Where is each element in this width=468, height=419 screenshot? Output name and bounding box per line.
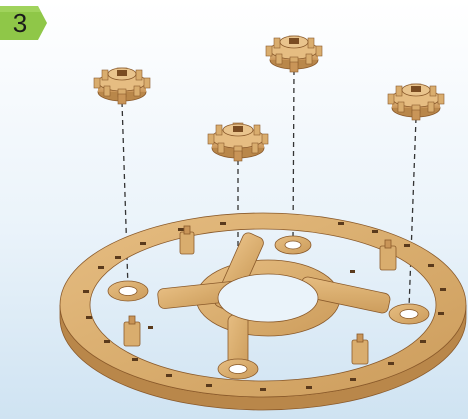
base-ring-plate xyxy=(60,213,466,410)
gear-2 xyxy=(266,36,322,72)
upright-post-4 xyxy=(352,334,368,364)
mount-hole-3 xyxy=(400,310,418,319)
gear-3 xyxy=(208,123,268,161)
center-opening xyxy=(218,274,318,322)
upright-post-3 xyxy=(124,316,140,346)
mount-hole-2 xyxy=(285,241,301,249)
mount-hole-4 xyxy=(229,365,247,374)
gear-4 xyxy=(388,84,444,120)
gear-1 xyxy=(94,68,150,104)
guide-line-4 xyxy=(409,118,416,308)
mount-hole-1 xyxy=(119,287,137,296)
